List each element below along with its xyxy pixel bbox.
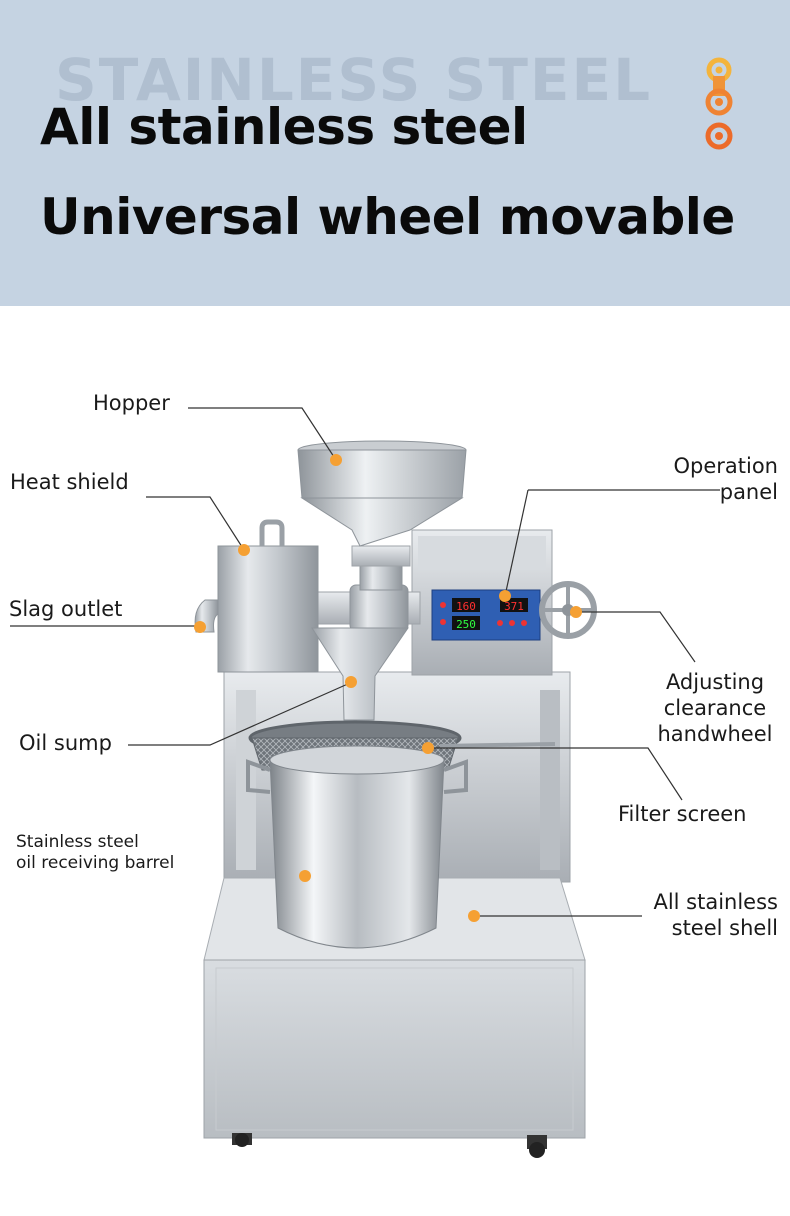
label-heat-shield: Heat shield [10,470,129,494]
label-handwheel-line1: Adjusting [665,670,765,694]
label-barrel-line2: oil receiving barrel [16,853,175,873]
label-operation-panel: Operation panel [673,453,778,505]
headline-wheel: Universal wheel movable [40,188,735,246]
label-operation-line1: Operation [673,454,778,478]
chain-link-icon [705,57,733,150]
label-hopper: Hopper [93,391,170,415]
label-shell-line2: steel shell [671,916,778,940]
label-filter-screen: Filter screen [618,802,747,826]
panel-temp-readout: 160 [456,600,476,613]
headline-stainless: All stainless steel [40,98,528,156]
label-oil-sump: Oil sump [19,731,112,755]
label-slag-outlet: Slag outlet [9,597,123,621]
label-operation-line2: panel [719,480,778,504]
label-handwheel-line3: handwheel [657,722,773,746]
label-handwheel: Adjusting clearance handwheel [650,669,780,747]
label-shell: All stainless steel shell [653,889,778,941]
oil-press-machine: 160 250 371 [194,440,597,1158]
label-handwheel-line2: clearance [663,696,767,720]
panel-speed-readout: 371 [504,600,524,613]
label-barrel-line1: Stainless steel [16,832,139,852]
header-banner: STAINLESS STEEL All stainless steel Univ… [0,0,790,306]
label-shell-line1: All stainless [653,890,778,914]
panel-set-readout: 250 [456,618,476,631]
watermark-text: STAINLESS STEEL [55,46,653,114]
label-barrel: Stainless steel oil receiving barrel [16,832,174,874]
